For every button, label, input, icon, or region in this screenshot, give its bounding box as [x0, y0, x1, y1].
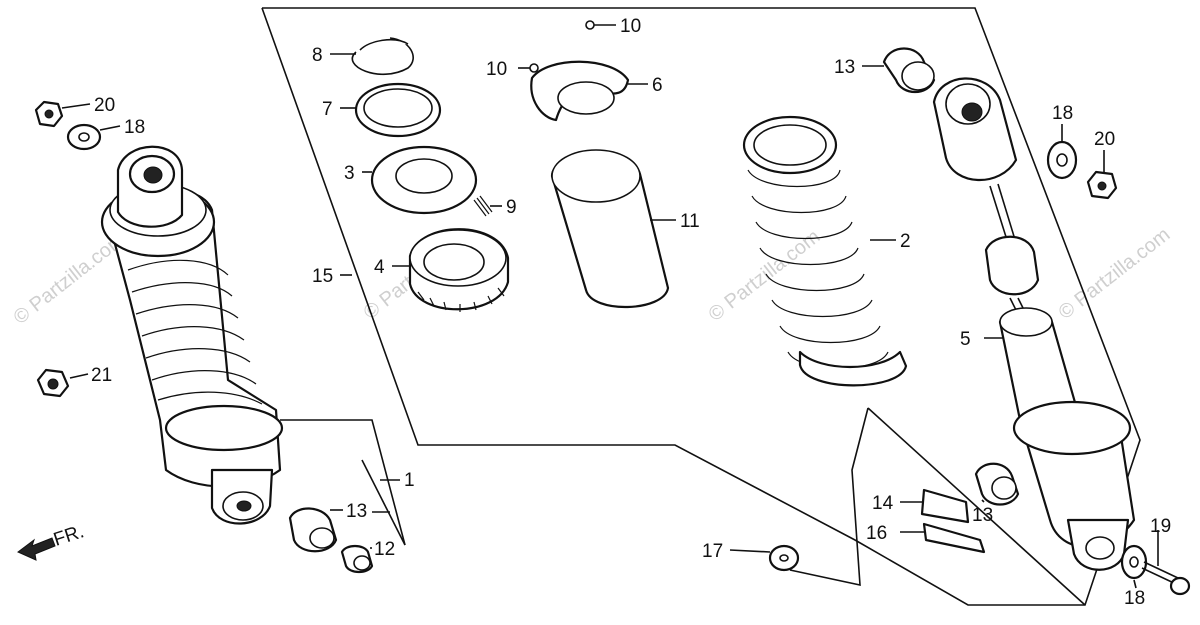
nut-20-left [34, 100, 64, 128]
watermark: © Partzilla.com [705, 226, 825, 326]
callout-10-top: 10 [620, 16, 641, 37]
callout-8: 8 [312, 45, 323, 66]
callout-3: 3 [344, 163, 355, 184]
callout-1: 1 [404, 470, 415, 491]
collar-13-top [882, 47, 936, 94]
spring-seat-3 [370, 145, 478, 215]
washer-18-left [66, 123, 102, 151]
bolt-9 [473, 195, 493, 217]
callout-15: 16 [866, 523, 887, 544]
callout-11: 11 [680, 211, 700, 232]
kit-outline-inner [789, 407, 869, 587]
callout-20-left: 20 [94, 95, 115, 116]
bolt-19 [1141, 561, 1191, 596]
callout-14: 14 [872, 493, 894, 514]
callout-18-right-top: 18 [1052, 103, 1073, 124]
callout-7: 7 [322, 99, 333, 120]
seal-6 [530, 60, 630, 122]
adjuster-4 [408, 228, 510, 312]
callout-19: 19 [1150, 516, 1171, 537]
front-marker: FR. [51, 521, 87, 550]
callout-16: 15 [312, 266, 333, 287]
watermark: © Partzilla.com [10, 229, 130, 329]
collar-13-lower-left [288, 507, 338, 553]
boot-11 [550, 149, 670, 309]
callout-18-right-bottom: 18 [1124, 588, 1145, 609]
callout-21: 21 [91, 365, 112, 386]
callout-17: 17 [702, 541, 723, 562]
callout-13-mid: 13 [972, 505, 993, 526]
callout-4: 4 [374, 257, 385, 278]
leader-lines [61, 24, 1159, 589]
nut-20-right [1086, 170, 1118, 200]
callout-13-top: 13 [834, 57, 855, 78]
shock-absorber-assembly [100, 145, 284, 525]
bearing-10-mid [529, 63, 539, 73]
callout-13-lower-left: 13 [346, 501, 367, 522]
callout-10-mid: 10 [486, 59, 507, 80]
washer-17 [768, 544, 800, 572]
callout-12: 12 [374, 539, 395, 560]
callout-2: 2 [900, 231, 911, 252]
watermark: © Partzilla.com [1055, 224, 1175, 324]
collar-13-mid [974, 462, 1020, 506]
callout-5: 5 [960, 329, 971, 350]
callouts: 20 18 21 1 13 12 8 7 3 4 15 9 10 10 6 11… [91, 16, 1171, 609]
plate-14 [920, 488, 970, 524]
callout-6: 6 [652, 75, 663, 96]
circlip-8 [351, 37, 414, 76]
callout-20-right: 20 [1094, 129, 1115, 150]
callout-18-left: 18 [124, 117, 145, 138]
callout-9: 9 [506, 197, 517, 218]
bearing-10-top [585, 20, 595, 30]
front-arrow-icon: FR. [17, 521, 87, 561]
spring-2 [742, 115, 908, 387]
bracket-1 [280, 419, 406, 546]
ring-7 [354, 82, 442, 138]
washer-18-right-top [1046, 140, 1078, 180]
washer-18-right-bottom [1120, 544, 1148, 580]
kit-outline [261, 7, 1141, 606]
plate-15 [922, 522, 986, 554]
damper-5 [932, 77, 1136, 571]
nut-21 [36, 368, 70, 398]
bush-12 [340, 544, 374, 574]
kit-outline-inner [867, 407, 1086, 606]
